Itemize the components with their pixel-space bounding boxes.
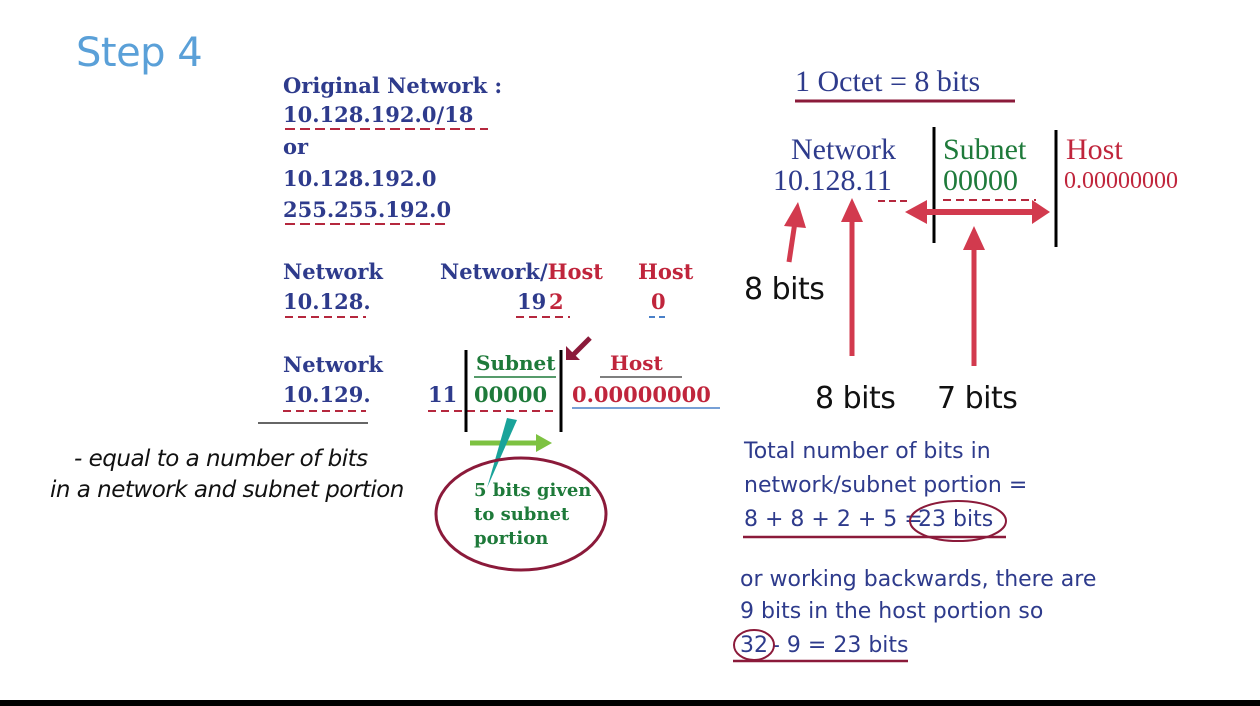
original-network-heading: Original Network : — [283, 73, 503, 98]
right-host-value: 0.00000000 — [1064, 168, 1178, 194]
bubble-line-3: portion — [474, 528, 549, 549]
split2-host-label: Host — [610, 351, 663, 375]
note-line-1: - equal to a number of bits — [74, 446, 368, 472]
circle-total-result — [909, 500, 1007, 542]
octet-title: 1 Octet = 8 bits — [795, 65, 981, 98]
original-or: or — [283, 134, 309, 159]
right-network-value: 10.128.11 — [773, 164, 892, 198]
split1-host-value: 0 — [651, 289, 666, 314]
double-arrow-right-head — [1032, 200, 1050, 224]
right-subnet-label: Subnet — [943, 133, 1027, 166]
up-arrow-left — [786, 221, 798, 263]
total-line-1: Total number of bits in — [744, 439, 991, 464]
split2-bits-prefix: 11 — [428, 382, 458, 407]
original-address: 10.128.192.0 — [283, 166, 437, 191]
split2-subnet-bits: 00000 — [474, 382, 548, 407]
total-line-2: network/subnet portion = — [744, 473, 1028, 498]
bubble-line-2: to subnet — [474, 504, 570, 525]
split1-nethost-host: Host — [547, 259, 603, 284]
total-line-3-result: 23 bits — [918, 507, 994, 532]
step-title: Step 4 — [76, 30, 203, 76]
circle-32 — [733, 629, 775, 661]
backwards-line-3-b: - 9 = 23 bits — [772, 633, 909, 658]
bits-label-mid: 8 bits — [815, 381, 896, 416]
up-arrow-mid-head — [841, 198, 863, 222]
up-arrow-left-head — [784, 202, 806, 228]
backwards-line-3-a: 32 — [740, 633, 768, 658]
split2-subnet-label: Subnet — [476, 351, 556, 375]
right-network-value-b: 11 — [863, 164, 892, 197]
right-host-label: Host — [1066, 133, 1123, 166]
right-network-label: Network — [791, 133, 896, 166]
total-line-3-prefix: 8 + 8 + 2 + 5 = — [744, 507, 923, 532]
right-network-value-a: 10.128. — [773, 164, 863, 197]
teal-pointer — [487, 418, 517, 488]
split1-nethost-value-a: 19 — [517, 289, 547, 314]
split1-nethost-value-b: 2 — [549, 289, 564, 314]
note-line-2: in a network and subnet portion — [50, 477, 404, 503]
split1-nethost-network: Network/ — [440, 259, 548, 284]
bubble-line-1: 5 bits given — [474, 480, 592, 501]
bottom-bar — [0, 700, 1260, 706]
original-cidr: 10.128.192.0/18 — [283, 102, 474, 127]
original-mask: 255.255.192.0 — [283, 197, 452, 222]
split1-network-value: 10.128. — [283, 289, 371, 314]
split1-nethost-label: Network/Host — [440, 259, 603, 284]
split1-host-label: Host — [638, 259, 694, 284]
backwards-line-1: or working backwards, there are — [740, 567, 1097, 592]
maroon-pointer-head — [566, 346, 580, 360]
bubble-circle — [434, 456, 608, 572]
bits-label-right: 7 bits — [937, 381, 1018, 416]
backwards-line-2: 9 bits in the host portion so — [740, 599, 1044, 624]
split2-host-bits: 0.00000000 — [572, 382, 711, 407]
right-subnet-value: 00000 — [943, 164, 1018, 197]
split2-network-value: 10.129. — [283, 382, 371, 407]
up-arrow-right-head — [963, 226, 985, 250]
split1-network-label: Network — [283, 259, 383, 284]
double-arrow-left-head — [905, 200, 927, 224]
maroon-pointer-arrow — [570, 336, 592, 358]
bits-label-left: 8 bits — [744, 272, 825, 307]
green-arrow-head — [536, 434, 552, 452]
split2-network-label: Network — [283, 352, 383, 377]
